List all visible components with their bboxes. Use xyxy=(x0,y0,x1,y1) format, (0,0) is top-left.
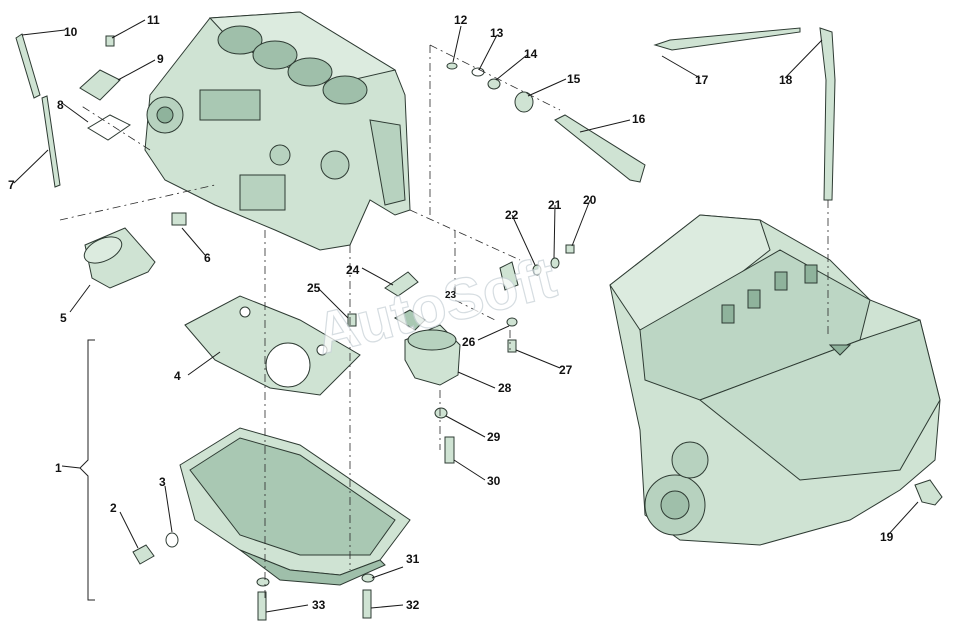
engine-assembly xyxy=(609,214,941,546)
part-label-20: 20 xyxy=(583,193,597,207)
part-label-26: 26 xyxy=(462,335,476,349)
bolt-32 xyxy=(362,589,372,619)
part-label-9: 9 xyxy=(157,52,164,66)
part-label-4: 4 xyxy=(174,369,181,383)
part-label-14: 14 xyxy=(524,47,538,61)
part-label-23: 23 xyxy=(445,290,457,301)
shaft-16 xyxy=(554,114,646,183)
engine-block xyxy=(144,11,411,251)
part-label-27: 27 xyxy=(559,363,573,377)
gasket-8 xyxy=(87,114,131,141)
part-label-18: 18 xyxy=(779,73,793,87)
part-label-10: 10 xyxy=(64,25,78,39)
oil-filter xyxy=(83,227,156,289)
part-label-22: 22 xyxy=(505,208,519,222)
oil-pan-gasket xyxy=(184,295,361,396)
key-12 xyxy=(446,62,458,70)
bolt-25 xyxy=(347,313,357,327)
part-label-24: 24 xyxy=(346,263,360,277)
part-label-29: 29 xyxy=(487,430,501,444)
assembly-lines xyxy=(59,44,829,600)
dipstick-rod xyxy=(41,95,61,188)
oil-pump xyxy=(393,309,461,386)
bolt-27 xyxy=(507,339,517,353)
part-label-25: 25 xyxy=(307,281,321,295)
part-label-16: 16 xyxy=(632,112,646,126)
part-label-5: 5 xyxy=(60,311,67,325)
part-label-17: 17 xyxy=(695,73,709,87)
dipstick-handle-17 xyxy=(653,27,801,51)
part-label-28: 28 xyxy=(498,381,512,395)
part-label-30: 30 xyxy=(487,474,501,488)
dipstick-tube-upper xyxy=(15,33,41,99)
bolt-11 xyxy=(105,35,115,47)
washer-22 xyxy=(532,264,542,276)
dipstick-tube-18 xyxy=(819,27,836,201)
cover-9 xyxy=(79,69,121,101)
part-label-21: 21 xyxy=(548,198,562,212)
oil-pan xyxy=(179,427,411,586)
ring-13 xyxy=(471,67,485,77)
washer-29 xyxy=(434,407,448,419)
washer-21 xyxy=(550,257,560,269)
washer-33 xyxy=(256,577,270,587)
part-label-32: 32 xyxy=(406,598,420,612)
bolt-33 xyxy=(257,591,267,621)
part-label-8: 8 xyxy=(57,98,64,112)
part-label-12: 12 xyxy=(454,13,468,27)
part-label-1: 1 xyxy=(55,461,62,475)
bolt-30 xyxy=(444,436,455,464)
part-labels: 1 2 3 4 5 6 7 8 9 10 11 12 13 14 15 16 1… xyxy=(8,13,894,612)
part-label-31: 31 xyxy=(406,552,420,566)
sensor-19 xyxy=(914,479,943,506)
part-label-19: 19 xyxy=(880,530,894,544)
bracket-24 xyxy=(384,271,419,297)
part-label-13: 13 xyxy=(490,26,504,40)
part-label-3: 3 xyxy=(159,475,166,489)
washer-3 xyxy=(165,532,179,548)
washer-31 xyxy=(361,573,375,583)
fitting-6 xyxy=(171,212,187,226)
gear-15 xyxy=(514,91,534,113)
part-label-11: 11 xyxy=(147,13,160,27)
part-label-2: 2 xyxy=(110,501,117,515)
leader-lines xyxy=(13,19,919,613)
drain-plug-2 xyxy=(132,544,155,565)
bracket-23 xyxy=(499,261,519,291)
group-brace xyxy=(79,339,95,601)
washer-14 xyxy=(487,78,501,90)
part-label-33: 33 xyxy=(312,598,326,612)
small-parts xyxy=(15,27,943,621)
part-label-15: 15 xyxy=(567,72,581,86)
bolt-20 xyxy=(565,244,575,254)
washer-26 xyxy=(506,317,518,327)
part-label-7: 7 xyxy=(8,178,15,192)
part-label-6: 6 xyxy=(204,251,211,265)
